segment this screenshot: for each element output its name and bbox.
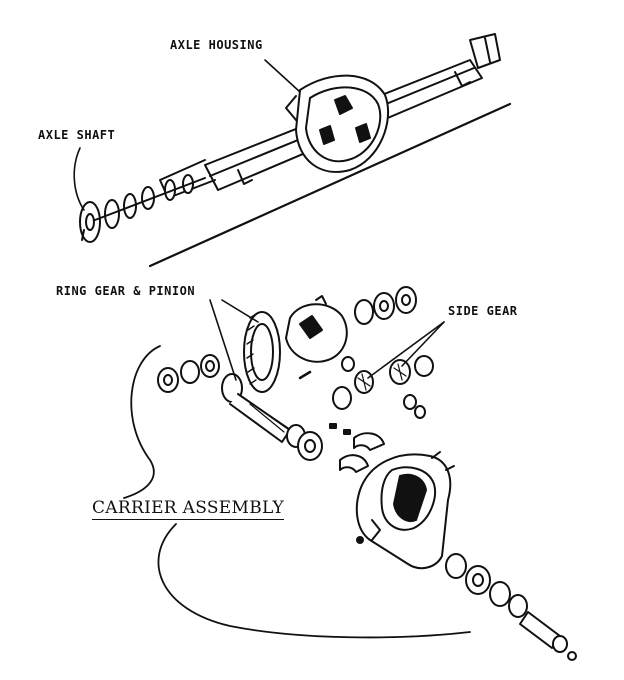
ring-gear-pinion-label: RING GEAR & PINION [56,284,196,298]
axle-shaft-label: AXLE SHAFT [38,128,116,142]
side-gear-leader-left [367,321,445,379]
carrier-brace-lower [157,523,471,639]
side-gear-label: SIDE GEAR [448,304,518,318]
ring-gear-leader [221,299,259,323]
axle-housing-leader [264,59,301,93]
carrier-brace-upper [123,345,161,499]
axle-housing-drawing [79,33,512,268]
axle-housing-label: AXLE HOUSING [170,38,263,52]
carrier-assembly-title: CARRIER ASSEMBLY [92,498,285,520]
side-gear-leader-right [401,321,445,367]
pinion-leader [209,299,237,381]
carrier-assembly-drawing [157,286,577,661]
axle-shaft-leader [73,147,85,211]
